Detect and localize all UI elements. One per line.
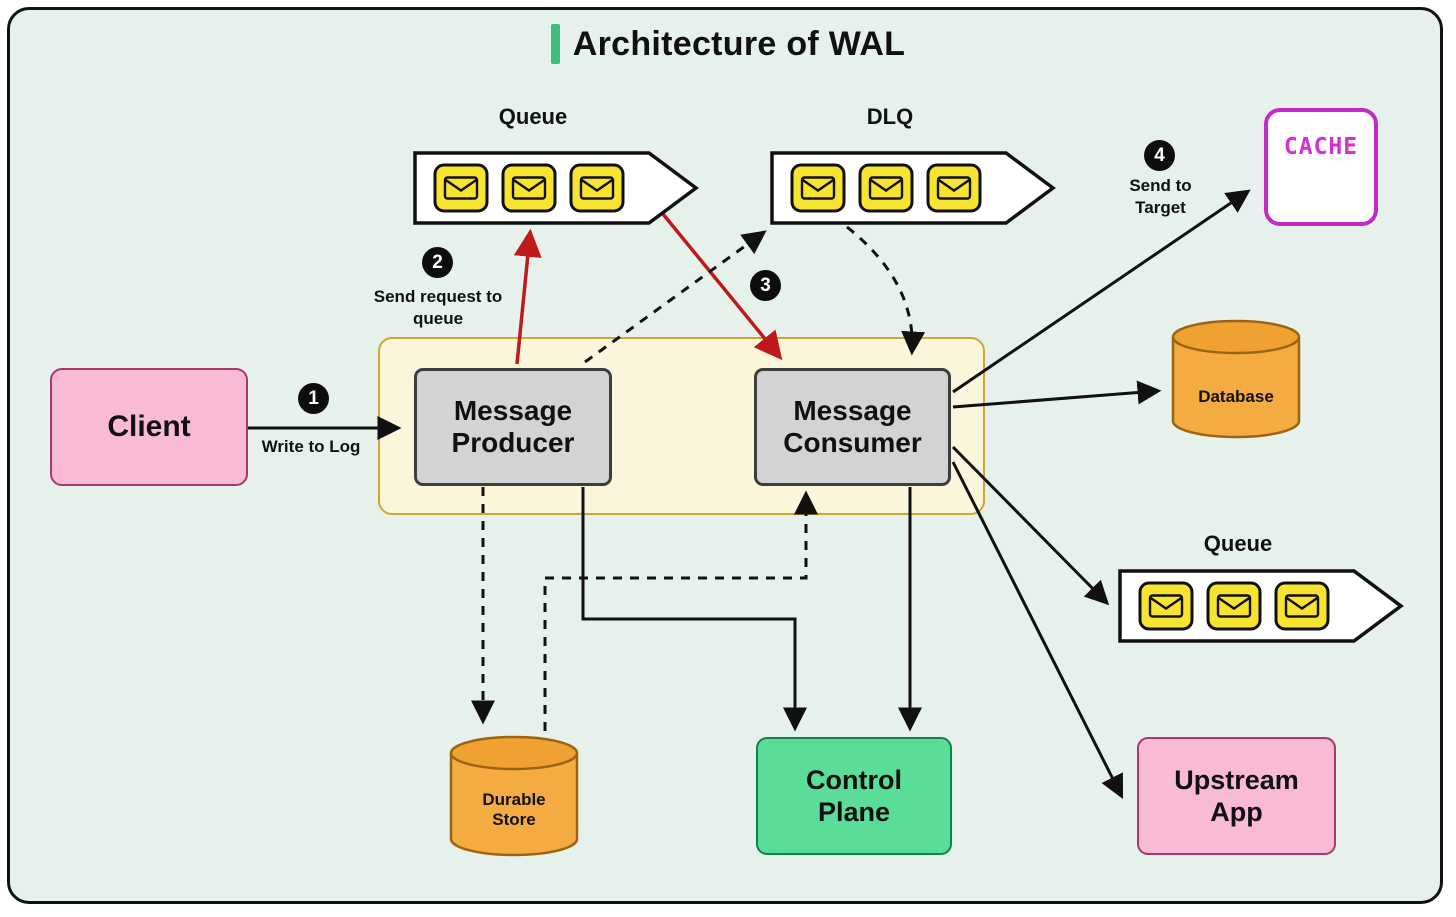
message-consumer-node: Message Consumer	[754, 368, 951, 486]
client-label: Client	[107, 410, 191, 443]
step-2-caption: Send request to queue	[373, 287, 503, 329]
step-4-badge: 4	[1144, 140, 1175, 171]
envelope-icon	[1274, 581, 1330, 631]
title-accent-bar	[550, 24, 560, 64]
queue-top-label: Queue	[498, 104, 568, 129]
envelope-icon	[501, 163, 557, 213]
envelope-icon	[569, 163, 625, 213]
queue-right-label: Queue	[1203, 531, 1273, 556]
page-title: Architecture of WAL	[572, 24, 906, 63]
envelope-icon	[790, 163, 846, 213]
message-producer-label: Message Producer	[451, 394, 575, 458]
step-1-caption: Write to Log	[261, 437, 361, 456]
envelope-icon	[1138, 581, 1194, 631]
diagram-title-row: Architecture of WAL	[0, 24, 1456, 64]
cache-label: CACHE	[1283, 134, 1359, 160]
control-plane-label: Control Plane	[806, 764, 902, 827]
envelope-icon	[858, 163, 914, 213]
database-label: Database	[1198, 387, 1274, 406]
queue-right-shape	[1118, 569, 1404, 643]
step-1-badge: 1	[298, 383, 329, 414]
message-producer-node: Message Producer	[414, 368, 612, 486]
message-consumer-label: Message Consumer	[783, 394, 922, 458]
step-4-caption: Send to Target	[1129, 176, 1192, 218]
step-3-badge: 3	[750, 270, 781, 301]
envelope-icon	[1206, 581, 1262, 631]
dlq-shape	[770, 151, 1056, 225]
envelope-icon	[926, 163, 982, 213]
upstream-app-label: Upstream App	[1174, 764, 1299, 827]
durable-store-label: Durable Store	[482, 790, 546, 830]
queue-top-shape	[413, 151, 699, 225]
envelope-icon	[433, 163, 489, 213]
cache-node: CACHE	[1264, 108, 1378, 226]
client-node: Client	[50, 368, 248, 486]
dlq-label: DLQ	[866, 104, 914, 129]
database-cylinder-icon	[1171, 319, 1301, 439]
control-plane-node: Control Plane	[756, 737, 952, 855]
upstream-app-node: Upstream App	[1137, 737, 1336, 855]
durable-store-cylinder-icon	[449, 735, 579, 857]
step-2-badge: 2	[422, 247, 453, 278]
